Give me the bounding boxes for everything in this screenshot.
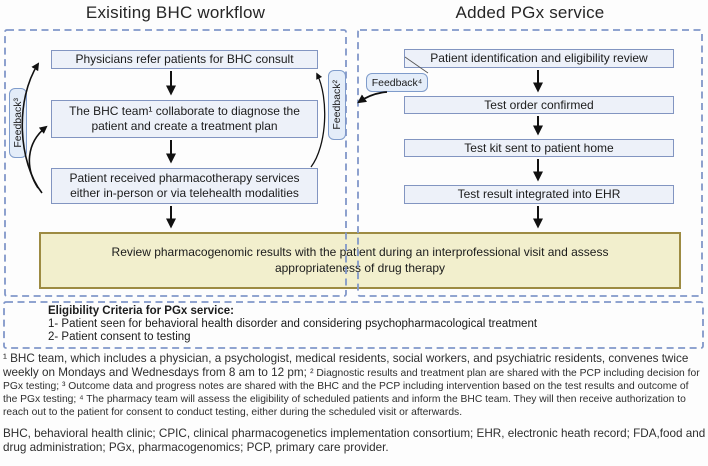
bhc-step-diagnose-box: The BHC team¹ collaborate to diagnose th…	[51, 100, 318, 138]
eligibility-item-2: 2- Patient consent to testing	[48, 331, 191, 343]
bhc-step-refer-box: Physicians refer patients for BHC consul…	[51, 50, 318, 69]
pgx-step-ehr-box: Test result integrated into EHR	[404, 185, 674, 204]
feedback4-label: Feedback⁴	[366, 73, 428, 92]
right-panel-title: Added PGx service	[455, 3, 605, 22]
review-results-text: Review pharmacogenomic results with the …	[111, 244, 609, 275]
pgx-step-identification-box: Patient identification and eligibility r…	[404, 49, 674, 68]
review-results-box: Review pharmacogenomic results with the …	[39, 232, 681, 289]
eligibility-heading: Eligibility Criteria for PGx service:	[48, 305, 234, 317]
abbreviation-key: BHC, behavioral health clinic; CPIC, cli…	[3, 427, 708, 454]
footnote-line-2: weekly on Mondays and Wednesdays from 8 …	[3, 365, 708, 380]
left-panel-title: Exisiting BHC workflow	[85, 3, 266, 22]
feedback3-text: Feedback³	[12, 98, 24, 148]
footnotes: ¹ BHC team, which includes a physician, …	[3, 352, 708, 419]
abbreviation-line-2: drug administration; PGx, pharmacogenomi…	[3, 440, 389, 454]
pgx-step-order-box: Test order confirmed	[404, 96, 674, 114]
footnote-line-1: ¹ BHC team, which includes a physician, …	[3, 352, 689, 365]
abbreviation-line-1: BHC, behavioral health clinic; CPIC, cli…	[3, 427, 706, 440]
pgx-step-kit-box: Test kit sent to patient home	[404, 139, 674, 157]
eligibility-item-1: 1- Patient seen for behavioral health di…	[48, 318, 538, 330]
eligibility-criteria-box: Eligibility Criteria for PGx service: 1-…	[3, 302, 703, 348]
footnote-line-5: reach out to the patient for consent to …	[3, 407, 463, 418]
feedback2-label: Feedback²	[328, 70, 346, 140]
footnote-line-2b: ² Diagnostic results and treatment plan …	[310, 368, 700, 379]
feedback-curve-to-step2	[28, 125, 48, 189]
feedback3-label: Feedback³	[9, 88, 27, 158]
footnote-line-3: PGx testing; ³ Outcome data and progress…	[3, 381, 689, 392]
footnote-line-4: the PGx testing; ⁴ The pharmacy team wil…	[3, 394, 686, 405]
feedback4-arrow	[357, 91, 388, 104]
footnote-line-2a: weekly on Mondays and Wednesdays from 8 …	[3, 366, 311, 379]
feedback2-text: Feedback²	[331, 80, 343, 130]
bhc-step-pharmacotherapy-box: Patient received pharmacotherapy service…	[51, 168, 318, 204]
